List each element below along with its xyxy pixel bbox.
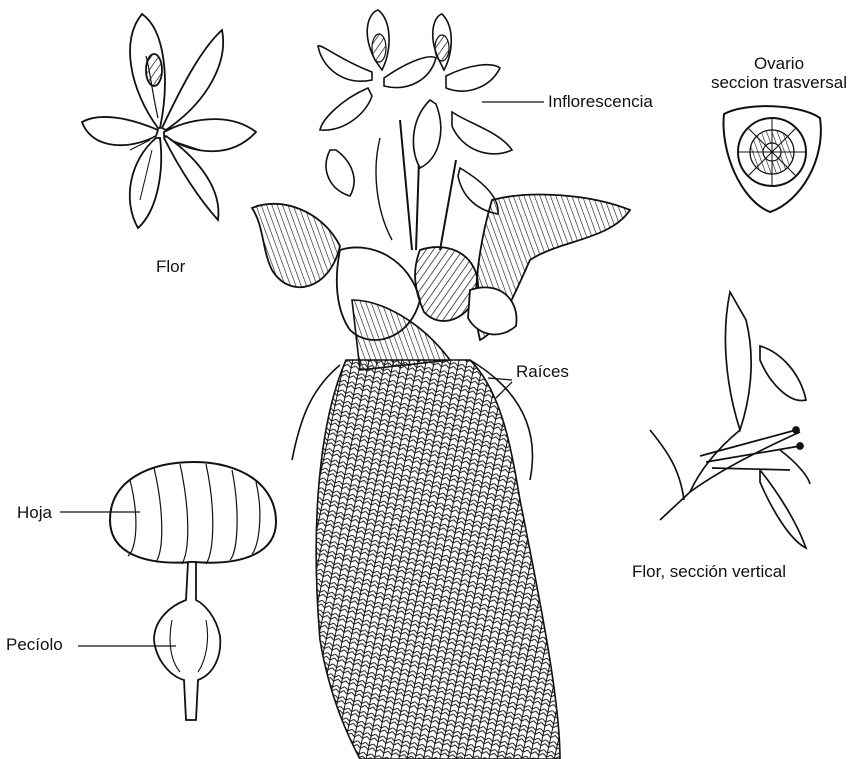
- label-inflorescencia: Inflorescencia: [548, 92, 653, 111]
- label-flor: Flor: [156, 257, 185, 276]
- ovary-section-drawing: [723, 106, 820, 212]
- label-flor-seccion-vertical: Flor, sección vertical: [632, 562, 786, 581]
- label-raices: Raíces: [516, 362, 569, 381]
- plant-drawing: [252, 10, 630, 759]
- label-hoja: Hoja: [17, 503, 52, 522]
- leaf-petiole-drawing: [110, 462, 276, 720]
- leader-raices-2: [496, 382, 512, 398]
- flower-drawing: [82, 14, 256, 228]
- label-ovario-line1: Ovario: [694, 54, 864, 73]
- label-peciolo: Pecíolo: [6, 635, 63, 654]
- label-ovario: Ovario seccion trasversal: [694, 54, 864, 92]
- label-ovario-line2: seccion trasversal: [694, 73, 864, 92]
- leader-raices-1: [488, 378, 512, 380]
- flower-section-drawing: [650, 292, 810, 548]
